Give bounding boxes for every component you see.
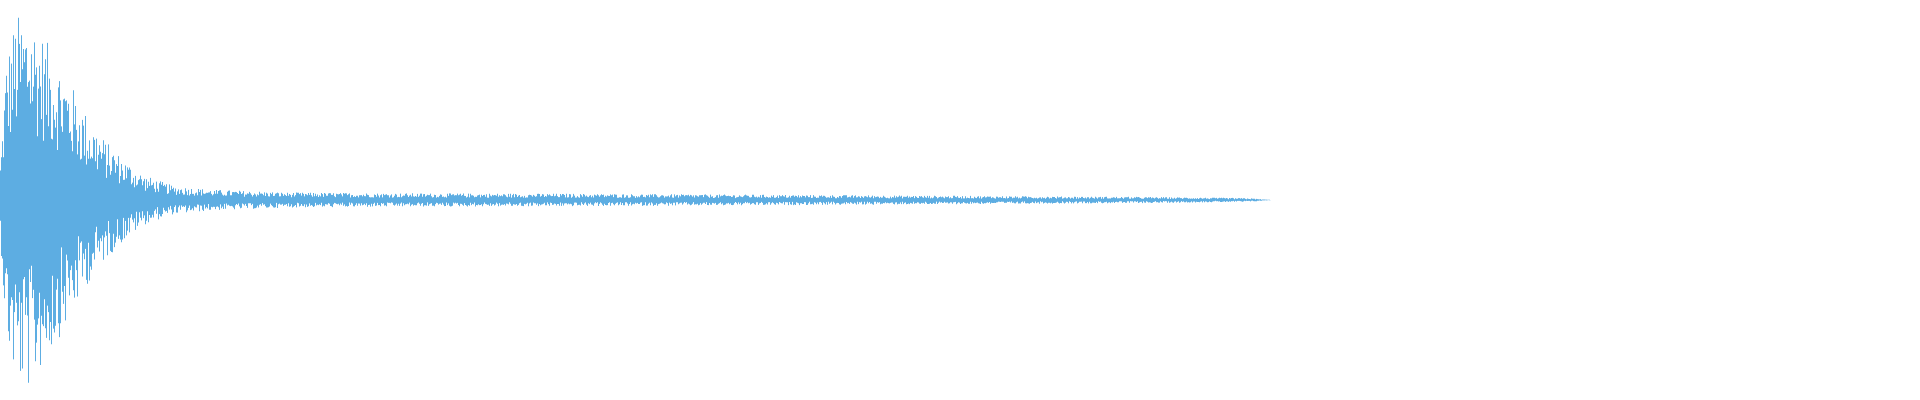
waveform-trace	[0, 17, 1271, 383]
waveform-samples	[0, 17, 1271, 383]
